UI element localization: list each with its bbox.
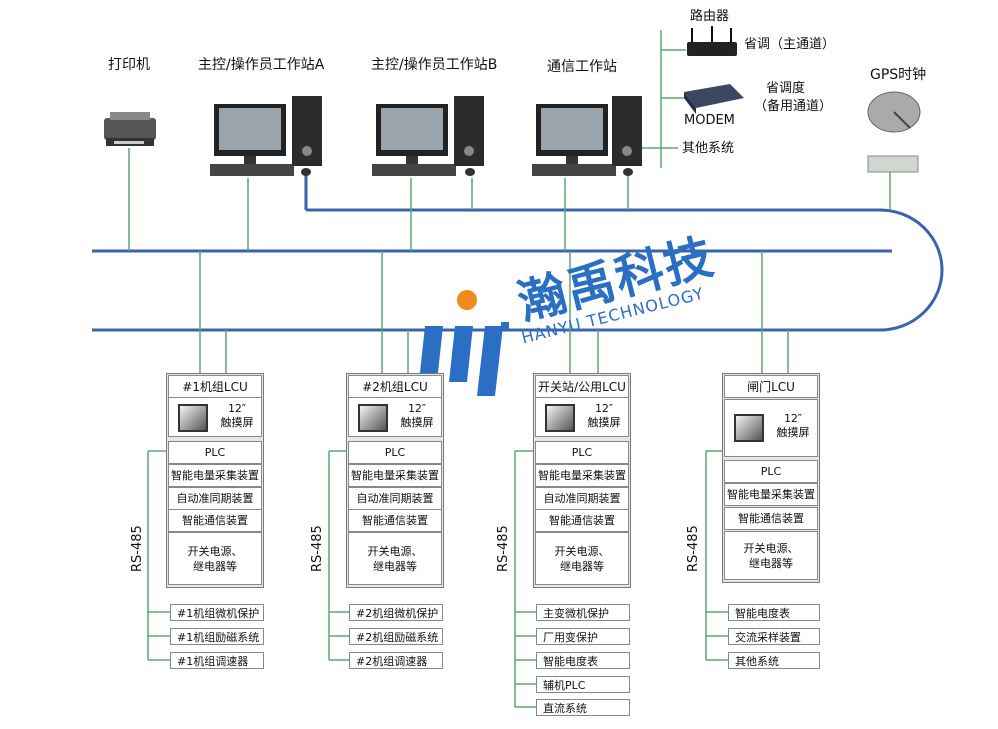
router-icon: [687, 26, 737, 56]
gps-label: GPS时钟: [870, 67, 927, 83]
field-device: 交流采样装置: [728, 628, 820, 645]
touchscreen-label: 12″触摸屏: [220, 402, 254, 429]
field-device: 主变微机保护: [536, 604, 630, 621]
lcu-module: 智能通信装置: [724, 507, 818, 530]
modem-label: MODEM: [684, 113, 735, 128]
gps-clock-icon: [867, 91, 921, 173]
lcu-module: PLC: [535, 441, 629, 464]
lcu-module: 智能电量采集装置: [724, 483, 818, 506]
field-device: 智能电度表: [536, 652, 630, 669]
field-device: 直流系统: [536, 699, 630, 716]
touchscreen-panel: 12″触摸屏: [535, 397, 629, 437]
touchscreen-panel: 12″触摸屏: [168, 397, 262, 437]
printer-icon: [104, 112, 156, 146]
lcu-module: 自动准同期装置: [168, 487, 262, 510]
touchscreen-panel: 12″触摸屏: [348, 397, 442, 437]
lcu-module: 智能通信装置: [348, 509, 442, 532]
comm-station-label: 通信工作站: [547, 59, 617, 75]
router-link-label: 省调（主通道）: [744, 37, 836, 52]
touchscreen-icon: [734, 414, 764, 442]
touchscreen-icon: [358, 404, 388, 432]
lcu-module: 开关电源、继电器等: [348, 532, 442, 585]
touchscreen-icon: [545, 404, 575, 432]
lcu-module: PLC: [724, 460, 818, 483]
lcu-module: 开关电源、继电器等: [535, 532, 629, 585]
lcu-module: 智能电量采集装置: [348, 464, 442, 487]
lcu-module: PLC: [348, 441, 442, 464]
lcu-module: 开关电源、继电器等: [168, 532, 262, 585]
router-label: 路由器: [690, 9, 730, 24]
lcu-module: 智能电量采集装置: [168, 464, 262, 487]
rs485-label: RS-485: [496, 525, 511, 572]
touchscreen-label: 12″触摸屏: [587, 402, 621, 429]
field-device: 辅机PLC: [536, 676, 630, 693]
field-device: #2机组励磁系统: [349, 628, 443, 645]
field-device: 厂用变保护: [536, 628, 630, 645]
rs485-label: RS-485: [130, 525, 145, 572]
lcu-module: 智能通信装置: [168, 509, 262, 532]
lcu-module: 智能电量采集装置: [535, 464, 629, 487]
touchscreen-label: 12″触摸屏: [776, 412, 810, 439]
touchscreen-label: 12″触摸屏: [400, 402, 434, 429]
modem-link-label-1: 省调度: [766, 81, 806, 96]
lcu-module: PLC: [168, 441, 262, 464]
other-system-label: 其他系统: [682, 141, 735, 156]
computer-icon-comm: [532, 96, 642, 176]
lcu-title: #2机组LCU: [348, 375, 442, 398]
computer-icon-a: [210, 96, 322, 176]
field-device: #1机组调速器: [170, 652, 264, 669]
lcu-module: 智能通信装置: [535, 509, 629, 532]
rs485-label: RS-485: [686, 525, 701, 572]
green-links: [128, 30, 891, 708]
field-device: #2机组调速器: [349, 652, 443, 669]
modem-icon: [684, 84, 744, 114]
lcu-title: 闸门LCU: [724, 375, 818, 398]
field-device: 其他系统: [728, 652, 820, 669]
computer-icon-b: [372, 96, 484, 176]
lcu-module: 自动准同期装置: [348, 487, 442, 510]
modem-link-label-2: （备用通道）: [754, 99, 833, 114]
field-device: 智能电度表: [728, 604, 820, 621]
field-device: #1机组励磁系统: [170, 628, 264, 645]
lcu-title: 开关站/公用LCU: [535, 375, 629, 398]
station-b-label: 主控/操作员工作站B: [371, 57, 498, 73]
lcu-module: 开关电源、继电器等: [724, 531, 818, 580]
field-device: #1机组微机保护: [170, 604, 264, 621]
touchscreen-icon: [178, 404, 208, 432]
station-a-label: 主控/操作员工作站A: [198, 57, 325, 73]
touchscreen-panel: 12″触摸屏: [724, 399, 818, 457]
ring-bus-outer: [92, 208, 944, 332]
field-device: #2机组微机保护: [349, 604, 443, 621]
lcu-title: #1机组LCU: [168, 375, 262, 398]
printer-label: 打印机: [108, 57, 150, 73]
lcu-module: 自动准同期装置: [535, 487, 629, 510]
rs485-label: RS-485: [310, 525, 325, 572]
